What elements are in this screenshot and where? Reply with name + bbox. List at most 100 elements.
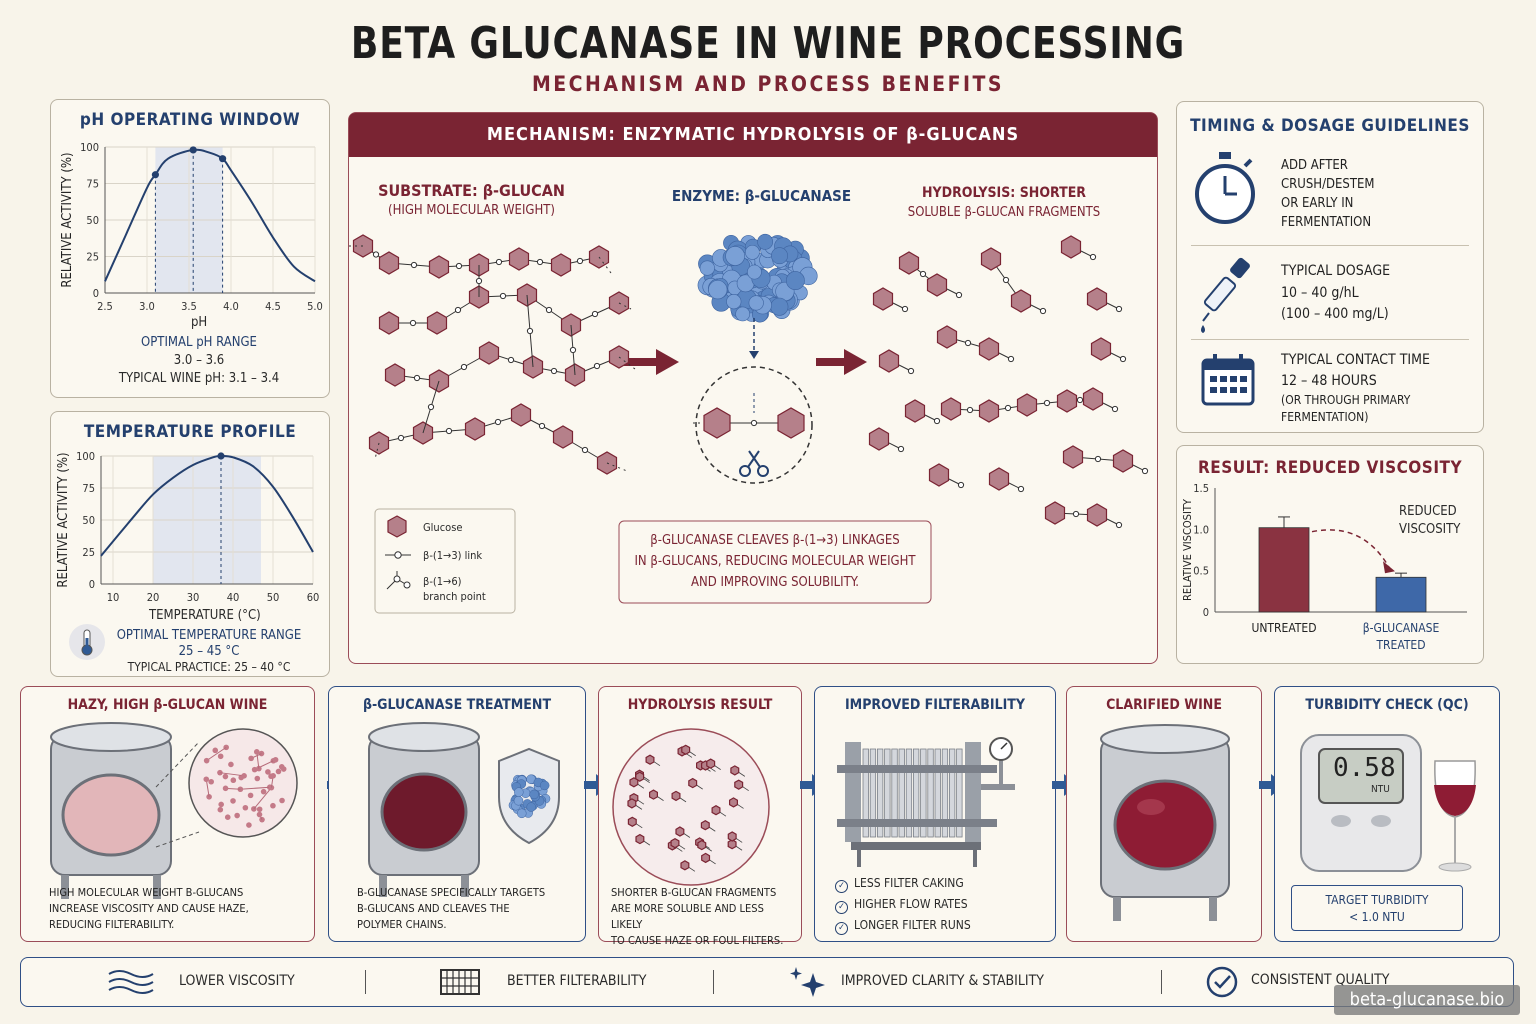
dosage-title: TYPICAL DOSAGE — [1281, 263, 1391, 279]
hazy-zoom-circle — [188, 728, 298, 838]
filter-plate — [927, 748, 934, 838]
temperature-panel-title: TEMPERATURE PROFILE — [83, 422, 297, 442]
glucose-fragment-icon — [627, 816, 637, 827]
fragment-link — [679, 797, 687, 803]
temperature-xtick-label: 50 — [267, 591, 280, 604]
glucose-fragment-icon — [868, 427, 890, 451]
temperature-xtick-label: 40 — [227, 591, 240, 604]
glucose-fragment-icon — [648, 789, 659, 800]
step-treatment-caption: β-GLUCANASE SPECIFICALLY TARGETS β-GLUCA… — [357, 885, 573, 933]
link-oxygen — [550, 367, 558, 375]
polymer-node — [223, 744, 229, 751]
caption-line: INCREASE VISCOSITY AND CAUSE HAZE, — [49, 902, 249, 915]
polymer-node — [203, 757, 210, 764]
mechanism-illustration — [349, 233, 1149, 614]
step-filterability: IMPROVED FILTERABILITY ✓LESS FILTER CAKI… — [814, 686, 1056, 942]
glucose-unit-icon — [378, 311, 400, 335]
glucose-fragment-icon — [671, 790, 681, 802]
viscosity-reduction-arrow — [1311, 529, 1390, 568]
link-oxygen — [966, 406, 974, 414]
glucose-fragment-icon — [926, 273, 948, 297]
fragment-link — [737, 804, 744, 809]
fragment-end-oxygen — [1141, 467, 1149, 475]
target-box — [1291, 885, 1463, 931]
enzyme-title: ENZYME: β-GLUCANASE — [671, 187, 852, 205]
link-oxygen — [460, 363, 468, 371]
glucose-fragment-icon — [727, 831, 737, 842]
polymer-node — [259, 816, 265, 823]
enzyme-subunit — [699, 260, 715, 276]
ph-marker-point — [151, 171, 159, 179]
mechanism-note-line-2: IN β-GLUCANS, REDUCING MOLECULAR WEIGHT — [634, 554, 916, 569]
enzyme-subunit — [735, 306, 751, 322]
enzyme-subunit — [517, 808, 527, 819]
glucose-unit-icon — [384, 363, 406, 387]
check-item-label: HIGHER FLOW RATES — [854, 897, 968, 911]
ph-optimal-value: 3.0 – 3.6 — [173, 353, 225, 368]
viscosity-category-label: β-GLUCANASE — [1363, 621, 1440, 635]
glucose-fragment-icon — [1062, 445, 1084, 469]
polymer-node — [222, 785, 229, 792]
step-clarified-title: CLARIFIED WINE — [1106, 697, 1222, 713]
polymer-node — [279, 797, 285, 804]
glucose-fragment-icon — [645, 754, 655, 765]
link-oxygen — [495, 258, 503, 266]
glucose-fragment-icon — [1112, 449, 1134, 473]
glucose-fragment-icon — [1090, 337, 1112, 361]
glucose-unit-icon — [550, 253, 572, 277]
glucose-fragment-icon — [635, 771, 645, 782]
enzyme-subunit — [708, 280, 728, 300]
glucose-fragment-icon — [706, 758, 716, 769]
polymer-node — [270, 802, 276, 809]
glucose-unit-icon — [552, 425, 574, 449]
link-oxygen — [1072, 510, 1080, 518]
link-oxygen — [750, 419, 758, 427]
ph-xtick-label: 3.0 — [139, 300, 155, 313]
viscosity-category-label: UNTREATED — [1251, 621, 1316, 635]
viscosity-bar — [1375, 576, 1427, 613]
filter-plate — [891, 748, 898, 838]
polymer-node — [258, 750, 265, 757]
ph-xlabel: pH — [191, 315, 208, 330]
fragment-link — [688, 867, 696, 872]
ph-ytick-label: 25 — [86, 251, 99, 264]
glucose-zoom-icon — [777, 407, 805, 439]
ph-optimal-label: OPTIMAL pH RANGE — [141, 335, 257, 350]
link-oxygen — [581, 446, 589, 454]
glucose-fragment-icon — [680, 860, 690, 871]
fragment-link — [735, 845, 743, 851]
viscosity-ytick-label: 1.0 — [1193, 523, 1209, 536]
glucose-fragment-icon — [1010, 289, 1032, 313]
polymer-node — [265, 769, 271, 775]
fragment-end-oxygen — [1039, 307, 1047, 315]
polymer-link — [253, 787, 272, 810]
link-oxygen — [964, 339, 972, 347]
glucose-unit-icon — [426, 311, 448, 335]
polymer-link — [206, 746, 227, 762]
link-oxygen — [499, 292, 507, 300]
step-hazy-wine: HAZY, HIGH β-GLUCAN WINE HIGH MOLECULAR … — [20, 686, 315, 942]
filter-plate — [913, 748, 920, 838]
link-oxygen — [1002, 276, 1010, 284]
glucose-fragment-icon — [629, 777, 639, 788]
enzyme-subunit — [744, 244, 760, 260]
chain-continuation — [618, 302, 632, 310]
glucose-fragment-icon — [701, 852, 711, 864]
temperature-typical: TYPICAL PRACTICE: 25 – 40 °C — [127, 660, 291, 674]
glucose-fragment-icon — [670, 838, 680, 849]
check-circle-icon: ✓ — [835, 901, 848, 914]
step-hazy-wine-caption: HIGH MOLECULAR WEIGHT β-GLUCANS INCREASE… — [49, 885, 302, 933]
fragment-link — [678, 844, 686, 850]
glucose-fragment-icon — [697, 839, 707, 851]
ph-xtick-label: 5.0 — [307, 300, 323, 313]
contact-line-3: FERMENTATION) — [1281, 410, 1369, 424]
polymer-node — [218, 801, 224, 808]
link-oxygen — [454, 306, 462, 314]
hydrolysis-subtitle: SOLUBLE β-GLUCAN FRAGMENTS — [907, 205, 1101, 220]
dosage-line-2: (100 – 400 mg/L) — [1281, 306, 1389, 322]
polymer-node — [247, 792, 254, 799]
glucose-fragment-icon — [872, 287, 894, 311]
enzyme-subunit — [748, 295, 764, 311]
link-oxygen — [445, 427, 453, 435]
